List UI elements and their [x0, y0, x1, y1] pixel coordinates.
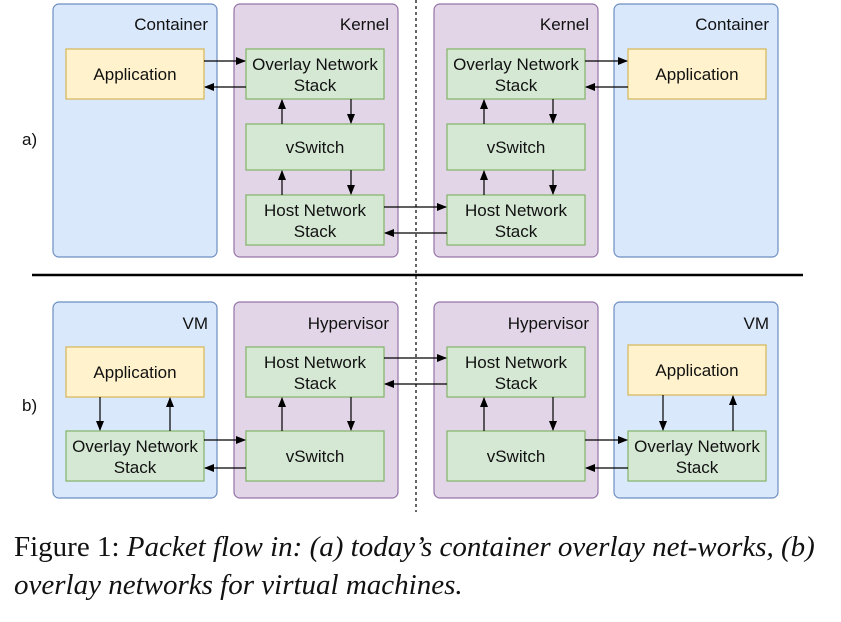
left-kernel-host-stack-box — [245, 194, 385, 246]
caption-text: Packet flow in: (a) today’s container ov… — [14, 531, 815, 601]
right-vm-overlay-stack-label: Overlay Network — [634, 437, 760, 456]
row-b-arrows — [96, 354, 737, 472]
left-kernel-title: Kernel — [340, 15, 389, 34]
right-vm-application-box — [627, 344, 767, 396]
right-vm-overlay-stack-box — [627, 430, 767, 482]
left-kernel-overlay-stack-label: Stack — [294, 76, 337, 95]
right-container-application-box — [627, 48, 767, 100]
left-container-box — [52, 3, 218, 258]
left-hypervisor-title: Hypervisor — [308, 314, 390, 333]
left-kernel-overlay-stack-box — [245, 48, 385, 100]
left-vm-overlay-stack-label: Stack — [114, 458, 157, 477]
left-container-title: Container — [134, 15, 208, 34]
left-container-application-box — [65, 48, 205, 100]
right-hypervisor-vswitch-label: vSwitch — [487, 447, 546, 466]
left-hypervisor-vswitch-label: vSwitch — [286, 447, 345, 466]
right-hypervisor-vswitch-box — [446, 430, 586, 482]
left-vm-overlay-stack-label: Overlay Network — [72, 437, 198, 456]
left-hypervisor-host-stack-box — [245, 346, 385, 398]
left-vm-application-label: Application — [93, 363, 176, 382]
right-hypervisor-title: Hypervisor — [508, 314, 590, 333]
right-kernel-overlay-stack-label: Stack — [495, 76, 538, 95]
left-kernel-host-stack-label: Host Network — [264, 201, 367, 220]
caption-prefix: Figure 1: — [14, 531, 127, 563]
left-kernel-vswitch-box — [245, 123, 385, 171]
right-hypervisor-host-stack-label: Stack — [495, 374, 538, 393]
right-vm-application-label: Application — [655, 361, 738, 380]
left-container-application-label: Application — [93, 65, 176, 84]
right-kernel-title: Kernel — [540, 15, 589, 34]
right-kernel-vswitch-label: vSwitch — [487, 138, 546, 157]
right-vm-title: VM — [744, 314, 770, 333]
left-hypervisor-host-stack-label: Stack — [294, 374, 337, 393]
right-container-application-label: Application — [655, 65, 738, 84]
right-kernel-host-stack-label: Stack — [495, 222, 538, 241]
right-container-box — [613, 3, 779, 258]
right-container-title: Container — [695, 15, 769, 34]
left-vm-application-box — [65, 346, 205, 398]
right-kernel-vswitch-box — [446, 123, 586, 171]
left-kernel-host-stack-label: Stack — [294, 222, 337, 241]
right-kernel-overlay-stack-box — [446, 48, 586, 100]
row-a-arrows — [204, 57, 628, 237]
right-kernel-host-stack-label: Host Network — [465, 201, 568, 220]
left-vm-title: VM — [183, 314, 209, 333]
right-hypervisor-host-stack-box — [446, 346, 586, 398]
left-hypervisor-vswitch-box — [245, 430, 385, 482]
right-kernel-overlay-stack-label: Overlay Network — [453, 55, 579, 74]
row-a-label: a) — [22, 130, 37, 149]
packet-flow-diagram: Container Application Kernel Overlay Net… — [22, 0, 803, 512]
figure-caption: Figure 1: Packet flow in: (a) today’s co… — [14, 528, 829, 604]
right-kernel-host-stack-box — [446, 194, 586, 246]
right-hypervisor-host-stack-label: Host Network — [465, 353, 568, 372]
left-hypervisor-host-stack-label: Host Network — [264, 353, 367, 372]
left-vm-overlay-stack-box — [65, 430, 205, 482]
right-vm-overlay-stack-label: Stack — [676, 458, 719, 477]
row-b-label: b) — [22, 396, 37, 415]
left-kernel-vswitch-label: vSwitch — [286, 138, 345, 157]
left-kernel-overlay-stack-label: Overlay Network — [252, 55, 378, 74]
